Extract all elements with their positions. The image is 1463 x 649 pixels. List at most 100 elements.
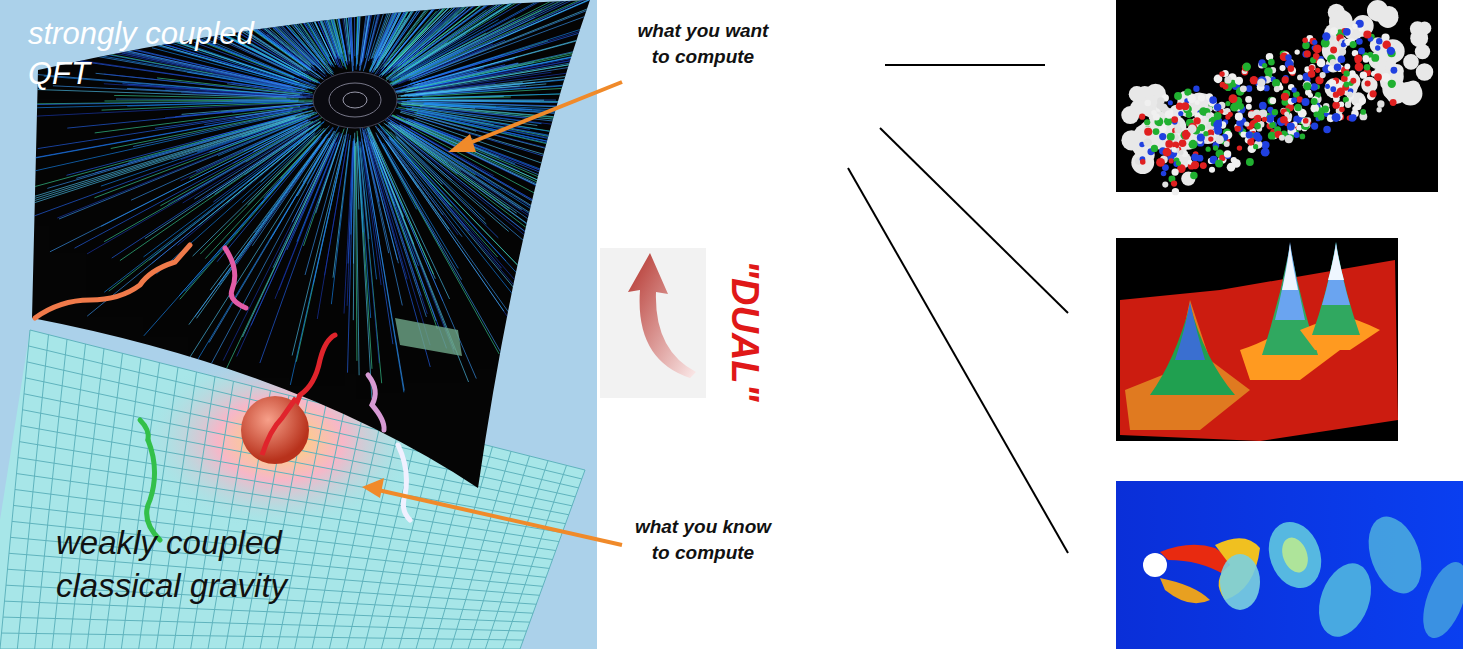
plasma-particle — [1349, 70, 1355, 76]
plasma-particle — [1303, 118, 1309, 124]
particle-track — [377, 135, 510, 368]
dual-label: "DUAL" — [726, 260, 764, 400]
particle-track — [400, 130, 510, 209]
plasma-particle — [1214, 127, 1222, 135]
plasma-particle — [1139, 114, 1145, 120]
plasma-particle — [1144, 128, 1152, 136]
plasma-particle — [1153, 113, 1160, 120]
particle-track — [357, 131, 372, 369]
particle-track — [368, 132, 447, 349]
plasma-particle — [1391, 67, 1398, 74]
plasma-particle — [1330, 46, 1337, 53]
plasma-particle — [1213, 145, 1218, 150]
particle-track — [242, 140, 334, 337]
particle-track — [381, 131, 462, 237]
plasma-particle — [1169, 158, 1174, 163]
particle-track — [252, 8, 313, 65]
particle-track — [348, 141, 353, 264]
plasma-particle — [1376, 38, 1382, 44]
particle-track — [94, 113, 317, 198]
particle-track — [131, 120, 308, 201]
particle-track — [356, 143, 359, 375]
plasma-particle — [1165, 110, 1173, 118]
plasma-particle — [1285, 54, 1291, 60]
plasma-particle — [1179, 139, 1187, 147]
particle-track — [217, 137, 321, 262]
string — [262, 398, 296, 455]
particle-track — [382, 0, 478, 75]
particle-track — [376, 133, 462, 280]
particle-track — [388, 125, 452, 180]
particle-track — [407, 118, 681, 223]
particle-track — [368, 129, 469, 382]
particle-track — [264, 126, 330, 199]
plasma-particle — [1246, 131, 1253, 138]
particle-track — [358, 146, 363, 233]
particle-track — [383, 143, 458, 268]
plasma-particle — [1240, 131, 1246, 137]
plasma-particle — [1355, 63, 1364, 72]
plasma-particle — [1345, 102, 1351, 108]
plasma-particle — [1262, 117, 1267, 122]
plasma-particle — [1360, 109, 1366, 115]
particle-track — [371, 0, 418, 73]
particle-track — [397, 116, 694, 234]
plasma-particle — [1254, 115, 1261, 122]
particle-track — [313, 134, 346, 284]
particle-track — [102, 102, 313, 111]
plasma-particle — [1343, 28, 1351, 36]
particle-track — [405, 0, 632, 77]
particle-track — [353, 0, 354, 56]
particle-track — [218, 119, 306, 156]
particle-track — [215, 104, 309, 113]
illustration-panel: strongly coupled QFTweakly coupled class… — [0, 0, 597, 649]
plasma-particle — [1376, 107, 1381, 112]
plasma-particle — [1339, 107, 1344, 112]
particle-track — [362, 0, 403, 65]
plasma-particle — [1302, 37, 1308, 43]
plasma-particle — [1377, 7, 1398, 28]
plasma-particle — [1268, 132, 1276, 140]
particle-track — [422, 107, 527, 118]
plasma-particle — [1209, 96, 1217, 104]
plasma-particle — [1245, 96, 1252, 103]
plasma-particle — [1334, 64, 1341, 71]
plasma-particle — [1294, 132, 1300, 138]
particle-track — [357, 138, 372, 399]
plasma-particle — [1308, 93, 1313, 98]
particle-track — [374, 0, 483, 69]
plasma-particle — [1151, 145, 1158, 152]
callout-text: what you know to compute — [628, 514, 778, 565]
plasma-image — [1116, 0, 1438, 195]
plasma-particle — [1313, 53, 1319, 59]
plasma-particle — [1223, 84, 1229, 90]
plasma-particle — [1144, 119, 1150, 125]
plasma-particle — [1209, 167, 1215, 173]
plasma-particle — [1140, 159, 1146, 165]
particle-track — [396, 137, 498, 238]
particle-track — [338, 0, 350, 54]
plasma-particle — [1284, 111, 1289, 116]
grid-line — [2, 633, 524, 640]
particle-track — [191, 138, 331, 371]
particle-track — [242, 129, 321, 203]
particle-track — [5, 111, 312, 195]
plasma-particle — [1325, 84, 1330, 89]
gravity-title: weakly coupled classical gravity — [56, 522, 356, 608]
particle-track — [420, 67, 476, 83]
plasma-particle — [1268, 97, 1276, 105]
plasma-particle — [1191, 161, 1199, 169]
plasma-particle — [1329, 80, 1336, 87]
plasma-particle — [1295, 49, 1300, 54]
particle-track — [344, 147, 352, 313]
plasma-particle — [1219, 71, 1224, 76]
particle-track — [165, 104, 311, 118]
plasma-particle — [1224, 141, 1230, 147]
particle-track — [392, 0, 504, 73]
particle-track — [370, 132, 476, 378]
particle-track — [301, 0, 346, 67]
plasma-particle — [1225, 114, 1230, 119]
particle-track — [378, 0, 436, 58]
plasma-particle — [1159, 133, 1166, 140]
